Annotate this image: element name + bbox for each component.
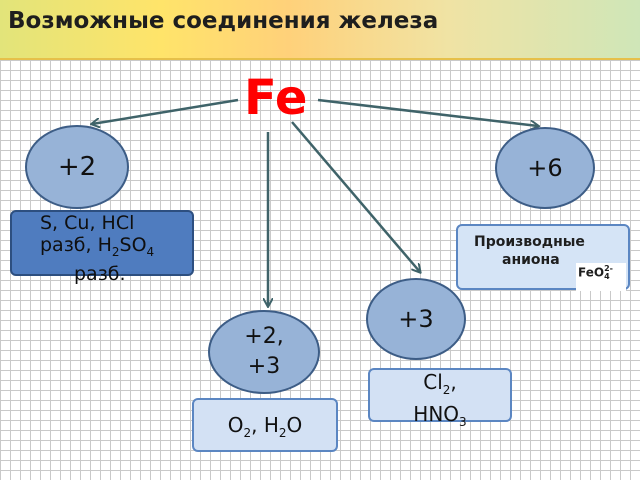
- state-plus6-circle: +6: [495, 127, 595, 209]
- state-plus2-3-circle: +2, +3: [208, 310, 320, 394]
- reagents-plus3-box: Cl2, HNO3: [368, 368, 512, 429]
- arrow-to-plus6: [317, 98, 538, 126]
- reagents-plus3-line1: Cl2,: [423, 370, 457, 397]
- reagents-plus2-line1: S, Cu, HCl: [40, 212, 135, 234]
- state-plus6-label: +6: [527, 154, 563, 182]
- state-plus2-circle: +2: [25, 125, 129, 209]
- state-plus3-label: +3: [398, 305, 434, 333]
- reagents-plus2-3-box: O2, H2O: [192, 398, 338, 452]
- iron-symbol: Fe: [244, 70, 308, 126]
- title-banner: Возможные соединения железа: [0, 0, 640, 60]
- state-plus3-circle: +3: [366, 278, 466, 360]
- page-title: Возможные соединения железа: [8, 8, 439, 34]
- reagents-plus2-box: S, Cu, HCl разб, H2SO4 разб.: [10, 210, 194, 285]
- arrow-to-plus3: [291, 121, 420, 272]
- reagents-plus2-line2: разб, H2SO4: [40, 234, 155, 259]
- reagents-plus6-line2: аниона: [502, 252, 560, 268]
- reagents-plus2-line3: разб.: [74, 262, 126, 285]
- state-plus2-3-line2: +3: [247, 354, 281, 379]
- state-plus2-3-line1: +2,: [244, 324, 284, 350]
- reagents-plus3-line2: HNO3: [413, 402, 467, 429]
- arrow-to-plus2: [92, 98, 239, 124]
- state-plus2-label: +2: [57, 152, 97, 182]
- reagents-plus6-line1: Производные: [474, 234, 585, 250]
